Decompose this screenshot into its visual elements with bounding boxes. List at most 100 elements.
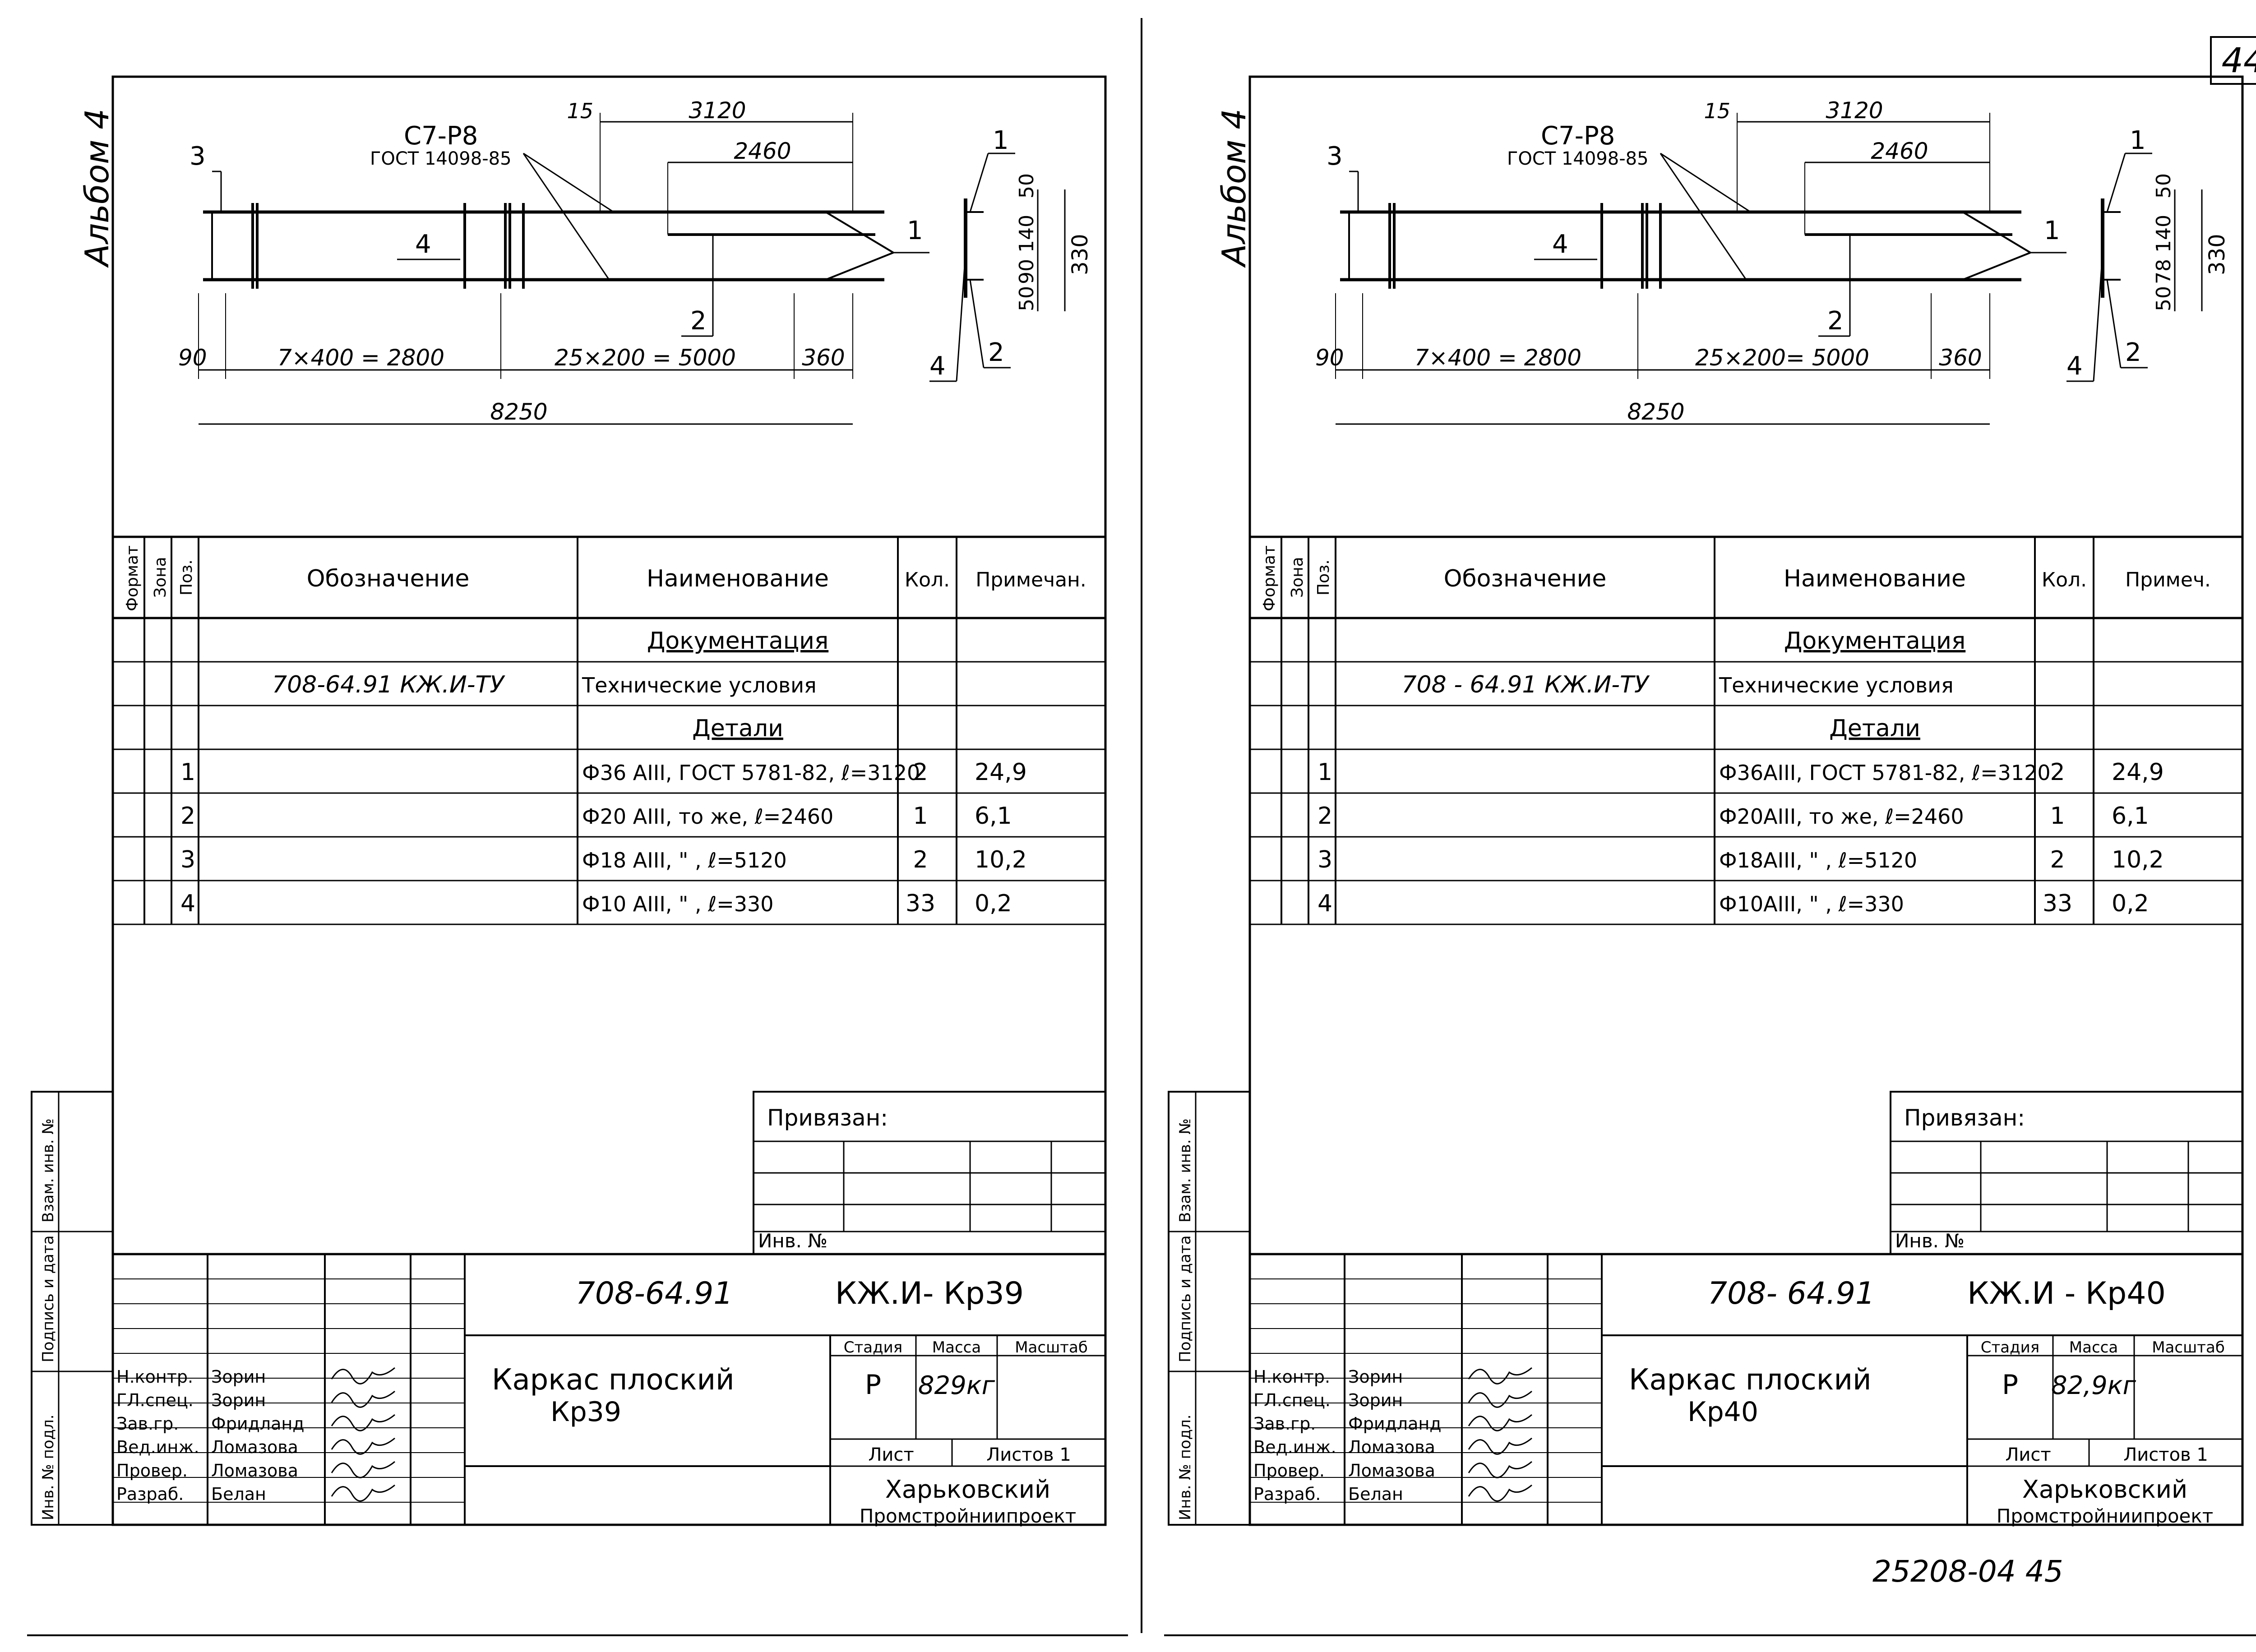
- row-note: 6,1: [2112, 803, 2149, 830]
- mass-header: Масса: [932, 1338, 981, 1357]
- row-name: Ф20АIII, то же, ℓ=2460: [1719, 804, 1964, 829]
- row-pos: 4: [1318, 890, 1332, 917]
- row-note: 0,2: [2112, 890, 2149, 917]
- org-name-2: Промстройниипроект: [1997, 1505, 2213, 1527]
- row-qty: 33: [2043, 890, 2072, 917]
- row-qty: 2: [913, 759, 928, 786]
- row-name: Детали: [692, 715, 783, 742]
- privyazan-label: Привязан:: [767, 1105, 888, 1131]
- header-zone: Зона: [1288, 557, 1307, 598]
- leader-4: 4: [1552, 230, 1568, 259]
- leader: [2093, 252, 2103, 382]
- signature: [1468, 1484, 1532, 1502]
- role-name: Ломазова: [211, 1461, 298, 1481]
- header-note: Примеч.: [2125, 568, 2211, 591]
- album-label: Альбом 4: [1215, 109, 1253, 268]
- role-name: Белан: [211, 1484, 266, 1504]
- role-label: Н.контр.: [116, 1367, 193, 1387]
- row-qty: 2: [2050, 759, 2065, 786]
- sheet-header: Лист: [868, 1444, 914, 1465]
- title-subtitle: Кр39: [550, 1396, 621, 1428]
- title-name: Каркас плоский: [492, 1363, 735, 1397]
- title-mark: КЖ.И- Кр39: [835, 1276, 1024, 1311]
- leader-1-section: 1: [993, 126, 1009, 155]
- role-name: Ломазова: [211, 1437, 298, 1457]
- signature: [331, 1484, 395, 1502]
- row-qty: 2: [2050, 846, 2065, 873]
- header-format: Формат: [123, 545, 142, 611]
- section-dim-50b: 50: [2152, 286, 2175, 311]
- signature: [1468, 1367, 1532, 1384]
- tip-line: [1962, 252, 2031, 281]
- gost-label: ГОСТ 14098-85: [370, 148, 512, 169]
- leader: [522, 153, 610, 280]
- privyazan-label: Привязан:: [1904, 1105, 2025, 1131]
- dim-3120: 3120: [1826, 97, 1883, 124]
- scale-header: Масштаб: [2152, 1338, 2225, 1357]
- signature: [331, 1414, 395, 1431]
- row-designation: 708-64.91 КЖ.И-ТУ: [272, 671, 505, 698]
- role-label: Вед.инж.: [116, 1437, 199, 1457]
- header-note: Примечан.: [975, 568, 1086, 591]
- leader-4: 4: [415, 230, 431, 259]
- dim-360: 360: [802, 345, 845, 371]
- row-note: 10,2: [975, 846, 1027, 873]
- org-name-1: Харьковский: [885, 1475, 1050, 1504]
- tip-line: [1962, 211, 2031, 254]
- footer-code: 25208-04 45: [1872, 1554, 2063, 1589]
- dim-15: 15: [1704, 99, 1730, 123]
- role-label: Разраб.: [1253, 1484, 1321, 1504]
- signature: [331, 1437, 395, 1455]
- inv-no-label: Инв. №: [1895, 1230, 1965, 1252]
- gost-label: ГОСТ 14098-85: [1507, 148, 1649, 169]
- header-designation: Обозначение: [1444, 565, 1607, 592]
- leader: [2106, 279, 2122, 368]
- mass-header: Масса: [2069, 1338, 2118, 1357]
- leader-1: 1: [907, 216, 923, 245]
- inv-no-label: Инв. №: [758, 1230, 828, 1252]
- signature: [331, 1367, 395, 1384]
- role-label: Н.контр.: [1253, 1367, 1330, 1387]
- leader-2: 2: [1827, 306, 1844, 336]
- tip-line: [825, 211, 894, 254]
- sheet-number: 44: [2210, 36, 2256, 85]
- leader-4-section: 4: [929, 351, 946, 381]
- role-label: Зав.гр.: [1253, 1414, 1316, 1434]
- dim-8250: 8250: [490, 399, 547, 425]
- row-qty: 33: [906, 890, 935, 917]
- org-name-1: Харьковский: [2022, 1475, 2187, 1504]
- dim-7x400: 7×400 = 2800: [1415, 345, 1581, 371]
- tip-line: [825, 252, 894, 281]
- row-name: Документация: [647, 628, 828, 655]
- mass-value: 82,9кг: [2051, 1371, 2136, 1400]
- side-label-inv: Инв. № подл.: [39, 1414, 57, 1520]
- dim-360: 360: [1939, 345, 1982, 371]
- row-name: Детали: [1829, 715, 1920, 742]
- leader-1: 1: [2044, 216, 2060, 245]
- dim-2460: 2460: [1871, 138, 1928, 164]
- role-name: Зорин: [1348, 1390, 1403, 1410]
- signature: [1468, 1390, 1532, 1408]
- header-name: Наименование: [1784, 565, 1966, 592]
- row-note: 0,2: [975, 890, 1012, 917]
- leader-2: 2: [690, 306, 707, 336]
- header-pos: Поз.: [177, 559, 196, 595]
- header-format: Формат: [1260, 545, 1279, 611]
- section-dim-140: 140: [1015, 215, 1038, 253]
- header-designation: Обозначение: [307, 565, 470, 592]
- row-name: Документация: [1784, 628, 1965, 655]
- role-label: Вед.инж.: [1253, 1437, 1336, 1457]
- dim-2460: 2460: [734, 138, 791, 164]
- role-name: Зорин: [211, 1390, 266, 1410]
- header-qty: Кол.: [2042, 568, 2087, 591]
- section-dim-50: 50: [1015, 173, 1038, 198]
- row-note: 24,9: [2112, 759, 2164, 786]
- row-name: Технические условия: [582, 673, 817, 697]
- section-total: 330: [2205, 234, 2230, 275]
- dim-90: 90: [1315, 345, 1344, 371]
- role-label: Провер.: [1253, 1461, 1325, 1481]
- part-label: С7-Р8: [1541, 121, 1615, 151]
- stage-header: Стадия: [844, 1338, 902, 1357]
- section-dim-50: 50: [2152, 173, 2175, 198]
